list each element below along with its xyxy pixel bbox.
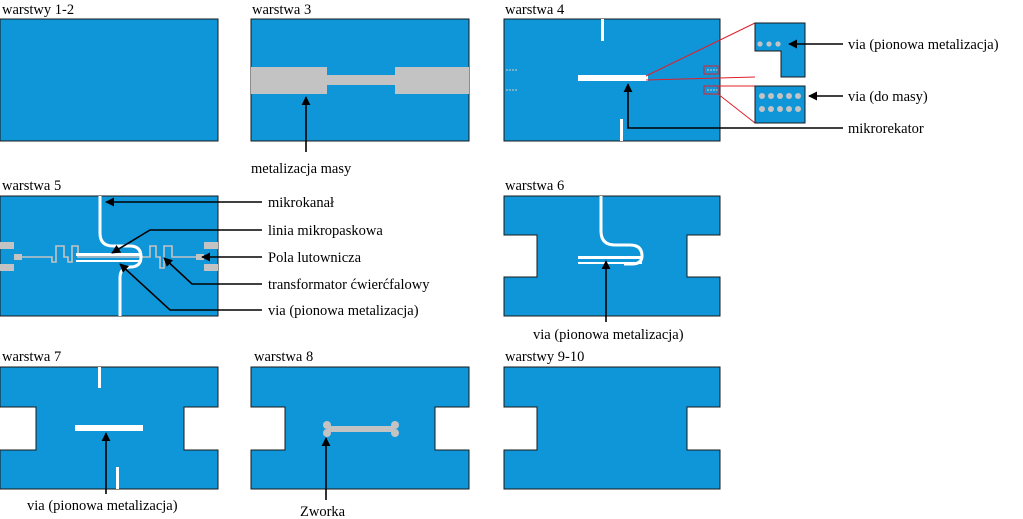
layer-4-zoom-lines [645,22,756,124]
zoom-box-via-pionowa [754,22,806,78]
layer-7-microreactor [75,425,143,431]
layer-9-10-title: warstwy 9-10 [505,349,584,365]
layer-3-ground-pad-right [395,67,469,94]
layer-9-10-board [503,366,721,490]
arrow-transformator [163,257,262,285]
label-via-do-masy: via (do masy) [848,89,928,105]
layer-4-title: warstwa 4 [505,2,565,18]
arrow-mikrorekator [623,83,843,129]
arrow-via-pionowa-l5 [119,263,262,311]
layer-1-2-title: warstwy 1-2 [2,2,74,18]
arrow-linia-mikropaskowa [111,229,262,254]
zoom-box-via-do-masy [754,85,806,124]
layer-4-via-ground-dots [506,69,718,91]
layer-4-channel-top [601,19,604,41]
label-zworka: Zworka [300,504,346,519]
layer-7-channel-top [98,367,101,388]
layer-5-reactor-strip-2 [76,260,142,262]
zoom-via-do-masy-dots [759,93,801,112]
layer-7-channel-bottom [116,467,119,489]
label-transformator: transformator ćwierćfalowy [268,277,430,293]
layer-4-channel-bottom [620,119,623,141]
label-via-pionowa-l5: via (pionowa metalizacja) [268,303,419,319]
label-via-pionowa-l7: via (pionowa metalizacja) [27,498,178,514]
layer-6-reactor-strip-2 [578,262,642,264]
label-mikrokanal: mikrokanał [268,195,334,211]
layer-3-ground-bridge [327,75,395,85]
layer-8-jumper [323,421,399,437]
label-mikrorekator: mikrorekator [848,121,924,137]
layer-4-microreactor [578,75,648,81]
layer-6-title: warstwa 6 [505,178,564,194]
layer-5-reactor-strip [76,253,142,256]
layer-5-title: warstwa 5 [2,178,61,194]
layer-7-title: warstwa 7 [2,349,61,365]
layer-5-microstrip-line [22,245,196,269]
layer-1-2-board [0,18,219,142]
zoom-via-pionowa-dots [757,41,781,47]
layer-5-solder-pads [0,242,218,271]
label-via-pionowa-l6: via (pionowa metalizacja) [533,327,684,343]
label-linia-mikropaskowa: linia mikropaskowa [268,223,383,239]
layer-3-title: warstwa 3 [252,2,311,18]
label-via-pionowa-l4: via (pionowa metalizacja) [848,37,999,53]
layer-8-title: warstwa 8 [254,349,313,365]
label-pola-lutownicza: Pola lutownicza [268,250,362,266]
label-metalizacja-masy: metalizacja masy [251,161,352,177]
layer-3-ground-pad-left [251,67,327,94]
layer-6-reactor-strip [578,256,642,259]
